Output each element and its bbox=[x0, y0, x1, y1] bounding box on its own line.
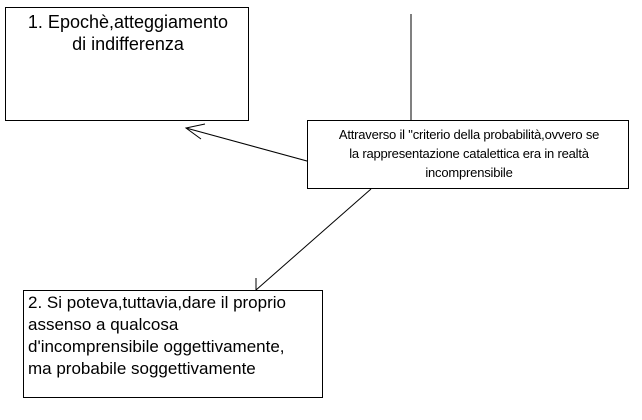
node-epoche: 1. Epochè,atteggiamento di indifferenza bbox=[5, 7, 249, 121]
node-epoche-text: 1. Epochè,atteggiamento di indifferenza bbox=[27, 12, 229, 54]
node-criterio: Attraverso il "criterio della probabilit… bbox=[307, 120, 629, 189]
node-assenso: 2. Si poteva,tuttavia,dare il proprio as… bbox=[23, 290, 323, 398]
node-criterio-text: Attraverso il "criterio della probabilit… bbox=[338, 127, 600, 180]
arrow-head-icon bbox=[184, 123, 206, 140]
connector-to-assenso-line bbox=[255, 188, 372, 291]
node-assenso-text: 2. Si poteva,tuttavia,dare il proprio as… bbox=[28, 293, 286, 378]
